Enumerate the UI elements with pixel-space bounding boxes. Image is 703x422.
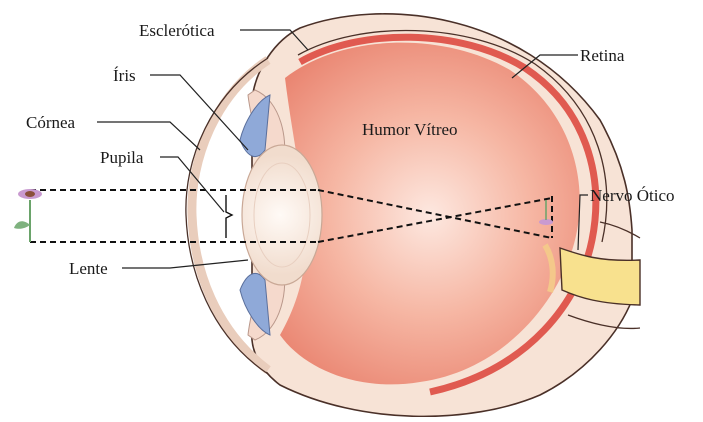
label-lens: Lente: [69, 259, 108, 278]
flower-icon: [14, 189, 42, 242]
label-iris: Íris: [113, 66, 136, 85]
label-sclera: Esclerótica: [139, 21, 215, 40]
pupil-bracket: [226, 195, 232, 238]
label-optic-nerve: Nervo Ótico: [590, 186, 675, 205]
label-pupil: Pupila: [100, 148, 144, 167]
label-vitreous: Humor Vítreo: [362, 120, 458, 139]
label-cornea: Córnea: [26, 113, 76, 132]
label-retina: Retina: [580, 46, 625, 65]
